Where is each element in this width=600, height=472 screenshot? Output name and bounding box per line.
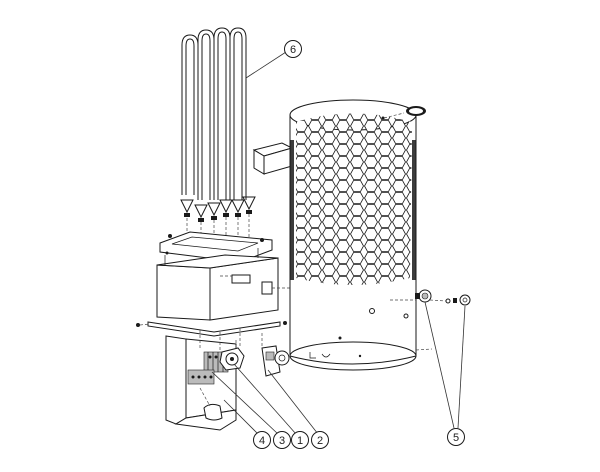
part-2 [261, 332, 290, 377]
svg-text:3: 3 [279, 435, 285, 447]
heating-tube-group [181, 27, 247, 200]
heating-elements [180, 27, 256, 248]
thermostat [219, 340, 245, 371]
fitting-right [429, 294, 471, 306]
leader-lines [211, 51, 466, 435]
callout-5: 5 [447, 428, 465, 446]
control-box [136, 231, 290, 337]
part-5 [415, 289, 471, 306]
perforated-guard [289, 99, 433, 371]
svg-text:5: 5 [453, 432, 459, 444]
svg-text:2: 2 [317, 435, 323, 447]
callout-6: 6 [284, 40, 302, 58]
part-4 [187, 369, 223, 421]
callout-4: 4 [253, 431, 271, 449]
element-ferrules [180, 196, 256, 222]
svg-text:6: 6 [290, 44, 296, 56]
svg-text:1: 1 [297, 435, 303, 447]
fitting-left [415, 289, 432, 303]
callout-2: 2 [311, 431, 329, 449]
svg-text:4: 4 [259, 435, 265, 447]
contactor [261, 332, 290, 377]
mounting-bracket [252, 142, 306, 175]
callout-3: 3 [273, 431, 291, 449]
part-1 [219, 340, 245, 371]
terminal-strip [187, 369, 223, 421]
callout-1: 1 [291, 431, 309, 449]
